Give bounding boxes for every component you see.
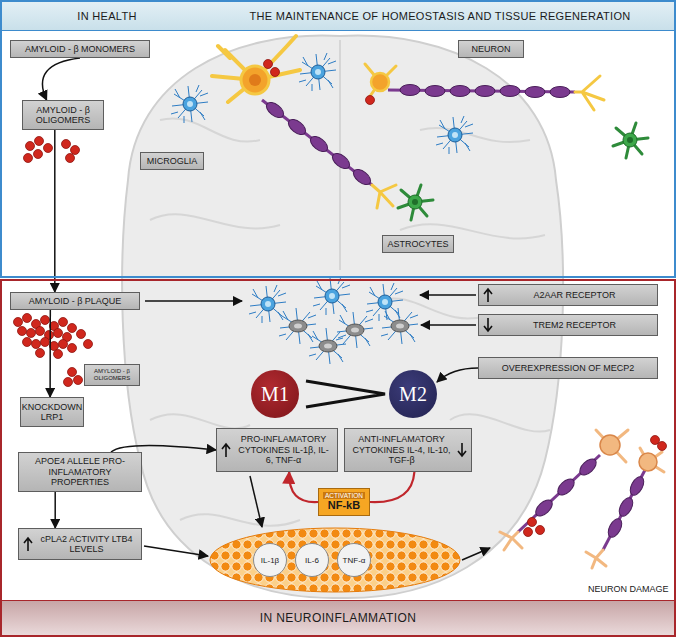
up-arrow-symbol bbox=[483, 287, 493, 303]
box-label: ASTROCYTES bbox=[388, 239, 449, 249]
connector-arrow bbox=[49, 310, 51, 397]
term-box: MICROGLIA bbox=[140, 152, 204, 170]
factor-box: AMYLOID - β OLIGOMERS bbox=[84, 364, 140, 386]
up-arrow-symbol bbox=[221, 442, 231, 458]
neuron-top bbox=[212, 36, 604, 208]
connector-arrow bbox=[54, 492, 56, 528]
box-label: PRO-INFLAMATORY CYTOKINES IL-1β, IL-6, T… bbox=[235, 434, 332, 465]
callout-label: NEURON DAMAGE bbox=[588, 584, 669, 594]
cytokine-circle: TNF-α bbox=[337, 543, 371, 577]
box-label: IL-6 bbox=[305, 556, 319, 565]
phenotype-circle: M2 bbox=[389, 370, 437, 418]
term-box: ASTROCYTES bbox=[382, 235, 454, 253]
factor-box: TREM2 RECEPTOR bbox=[478, 314, 658, 336]
box-label: M1 bbox=[261, 383, 289, 406]
box-label: APOE4 ALLELE PRO-INFLAMATORY PROPERTIES bbox=[24, 456, 136, 487]
connector-arrow bbox=[42, 58, 80, 100]
box-label: TREM2 RECEPTOR bbox=[533, 320, 616, 330]
box-label: A2AAR RECEPTOR bbox=[534, 290, 616, 300]
factor-box: cPLA2 ACTIVITY LTB4 LEVELS bbox=[18, 528, 142, 560]
damaged-neurons bbox=[500, 430, 667, 568]
connector-arrow bbox=[437, 368, 478, 382]
plaque-cluster bbox=[14, 314, 93, 387]
panel-heading: IN HEALTH bbox=[2, 10, 212, 22]
factor-box: KNOCKDOWN LRP1 bbox=[20, 397, 84, 427]
box-label: AMYLOID - β OLIGOMERS bbox=[88, 368, 136, 382]
down-arrow-symbol bbox=[457, 442, 467, 458]
cytokine-cloud bbox=[210, 528, 460, 592]
box-label: IL-1β bbox=[261, 556, 279, 565]
panel-title: THE MAINTENANCE OF HOMEOSTASIS AND TISSU… bbox=[212, 10, 674, 22]
panel-heading: IN NEUROINFLAMMATION bbox=[260, 611, 416, 625]
microglia-cluster bbox=[249, 277, 418, 364]
phenotype-circle: M1 bbox=[251, 370, 299, 418]
box-label: M2 bbox=[399, 383, 427, 406]
connector-arrow bbox=[289, 472, 318, 502]
activation-label: ACTIVATION bbox=[323, 492, 365, 500]
title-band: IN NEUROINFLAMMATION bbox=[2, 600, 674, 635]
box-label: MICROGLIA bbox=[147, 156, 198, 166]
box-label: ANTI-INFLAMATORY CYTOKINES IL-4, IL-10, … bbox=[350, 434, 453, 465]
health-panel: IN HEALTHTHE MAINTENANCE OF HOMEOSTASIS … bbox=[0, 0, 676, 278]
box-label: NEURON bbox=[471, 44, 510, 54]
factor-box: A2AAR RECEPTOR bbox=[478, 284, 658, 306]
box-label: TNF-α bbox=[343, 556, 366, 565]
effect-arrows bbox=[144, 295, 490, 560]
factor-box: APOE4 ALLELE PRO-INFLAMATORY PROPERTIES bbox=[18, 452, 142, 492]
box-label: AMYLOID - β PLAQUE bbox=[29, 296, 122, 306]
connector-arrow bbox=[54, 130, 56, 292]
factor-box: OVEREXPRESSION OF MECP2 bbox=[478, 357, 658, 379]
box-label: KNOCKDOWN LRP1 bbox=[22, 402, 83, 423]
connector-arrow bbox=[370, 472, 414, 502]
term-box: AMYLOID - β MONOMERS bbox=[10, 40, 150, 58]
astrocytes-top bbox=[398, 123, 648, 220]
box-label: OVEREXPRESSION OF MECP2 bbox=[502, 363, 635, 373]
cytokine-circle: IL-6 bbox=[295, 543, 329, 577]
cytokine-box: ANTI-INFLAMATORY CYTOKINES IL-4, IL-10, … bbox=[344, 428, 472, 472]
cytokine-box: PRO-INFLAMATORY CYTOKINES IL-1β, IL-6, T… bbox=[216, 428, 338, 472]
box-label: cPLA2 ACTIVITY LTB4 LEVELS bbox=[37, 534, 136, 555]
neuroinflammation-panel: IN NEUROINFLAMMATION AMYLOID - β PLAQUE AM… bbox=[0, 279, 676, 637]
pathway-label: NF-kB bbox=[328, 499, 360, 512]
title-band: IN HEALTHTHE MAINTENANCE OF HOMEOSTASIS … bbox=[2, 2, 674, 31]
box-label: AMYLOID - β OLIGOMERS bbox=[28, 105, 98, 126]
cytokine-circle: IL-1β bbox=[253, 543, 287, 577]
greater-than-symbol bbox=[306, 381, 385, 407]
up-arrow-symbol bbox=[23, 536, 33, 552]
microglia-top bbox=[171, 53, 473, 154]
factor-box: AMYLOID - β PLAQUE bbox=[10, 292, 140, 310]
box-label: AMYLOID - β MONOMERS bbox=[25, 44, 135, 54]
term-box: NEURON bbox=[458, 40, 524, 58]
activation-box: ACTIVATIONNF-kB bbox=[318, 488, 370, 516]
term-box: AMYLOID - β OLIGOMERS bbox=[22, 100, 104, 130]
oligomer-cluster bbox=[24, 137, 80, 163]
down-arrow-symbol bbox=[483, 317, 493, 333]
